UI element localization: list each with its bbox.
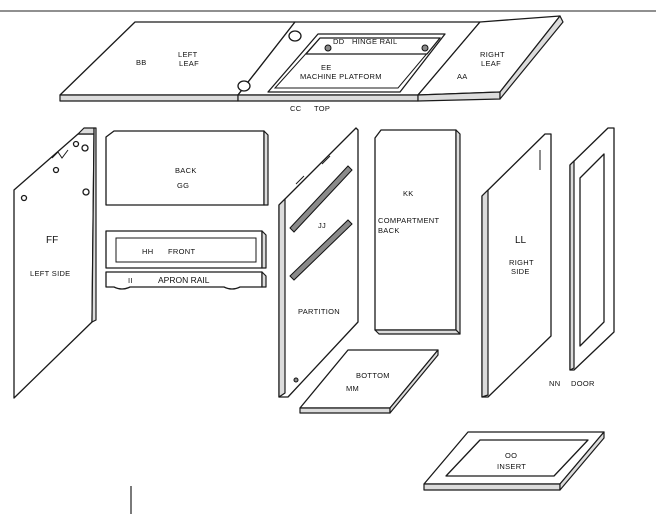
top-center-edge [237, 94, 419, 102]
label-left-side: LEFT SIDE [30, 269, 71, 278]
compartment-back-edge [455, 129, 461, 335]
insert-opening [445, 439, 589, 477]
label-ii: II [128, 276, 133, 285]
bottom-panel-group [299, 349, 439, 414]
compartment-back-bottom [374, 329, 461, 335]
label-left-leaf-2: LEAF [179, 59, 199, 68]
label-machine-platform: MACHINE PLATFORM [300, 72, 382, 81]
door-front-edge [569, 160, 575, 371]
label-hinge-rail: HINGE RAIL [352, 37, 398, 46]
back-panel-edge [263, 130, 269, 206]
partition-mark-1 [295, 175, 305, 185]
label-right-side-2: SIDE [511, 267, 530, 276]
left-side-hole-3 [72, 140, 80, 148]
left-side-hole-2 [82, 188, 90, 196]
label-back: BACK [175, 166, 197, 175]
label-aa: AA [457, 72, 468, 81]
insert-group [423, 431, 605, 491]
apron-rail-edge [261, 271, 267, 288]
label-partition: PARTITION [298, 307, 340, 316]
label-ee: EE [321, 63, 332, 72]
partition-cleat-1 [289, 165, 353, 233]
insert-edge [423, 483, 561, 491]
bottom-panel-side [389, 349, 439, 414]
label-jj: JJ [318, 221, 326, 230]
right-leaf-side-edge [499, 15, 564, 100]
left-side-panel [13, 133, 95, 399]
label-mm: MM [346, 384, 359, 393]
label-oo: OO [505, 451, 517, 460]
label-bottom: BOTTOM [356, 371, 390, 380]
bottom-panel-edge [299, 407, 391, 414]
label-compartment-2: BACK [378, 226, 400, 235]
partition-group [278, 127, 359, 398]
apron-rail [105, 271, 263, 290]
label-cc: CC [290, 104, 302, 113]
left-side-hole-1 [81, 144, 89, 152]
label-kk: KK [403, 189, 414, 198]
hinge-pin-2 [421, 44, 429, 52]
label-compartment-1: COMPARTMENT [378, 216, 439, 225]
label-door: DOOR [571, 379, 595, 388]
left-side-notch [51, 149, 69, 159]
label-front: FRONT [168, 247, 195, 256]
label-right-side-1: RIGHT [509, 258, 534, 267]
left-side-hole-4 [20, 194, 28, 202]
top-panel-assembly [59, 15, 564, 102]
label-top: TOP [314, 104, 330, 113]
door-opening [579, 153, 605, 347]
left-leaf-edge [59, 94, 239, 102]
partition-mark-2 [321, 155, 331, 165]
hinge-circle-2 [237, 80, 251, 92]
left-side-hole-5 [52, 166, 60, 174]
hinge-rail [305, 37, 441, 55]
label-left-leaf-1: LEFT [178, 50, 198, 59]
door-group [569, 127, 615, 371]
partition-front-edge [278, 198, 286, 398]
label-insert: INSERT [497, 462, 526, 471]
label-bb: BB [136, 58, 147, 67]
right-side-front-edge [481, 189, 489, 398]
back-panel-group [105, 130, 269, 206]
label-ff: FF [46, 235, 58, 246]
label-apron-rail: APRON RAIL [158, 275, 210, 285]
label-nn: NN [549, 379, 560, 388]
right-side-group [481, 133, 552, 398]
hinge-pin-1 [324, 44, 332, 52]
label-hh: HH [142, 247, 153, 256]
compartment-back-group [374, 129, 461, 335]
label-ll: LL [515, 235, 527, 246]
label-right-leaf-2: LEAF [481, 59, 501, 68]
front-apron-group [105, 230, 267, 290]
label-right-leaf-1: RIGHT [480, 50, 505, 59]
partition-cleat-2 [289, 219, 353, 281]
left-side-back-edge [91, 127, 97, 323]
front-panel-edge [261, 230, 267, 269]
label-gg: GG [177, 181, 189, 190]
label-dd: DD [333, 37, 345, 46]
left-side-panel-group [13, 127, 97, 399]
front-panel-inner [115, 237, 257, 263]
insert-side [559, 431, 605, 491]
hinge-circle-1 [288, 30, 302, 42]
left-side-top-edge [77, 127, 95, 135]
partition-hole-1 [293, 377, 299, 383]
